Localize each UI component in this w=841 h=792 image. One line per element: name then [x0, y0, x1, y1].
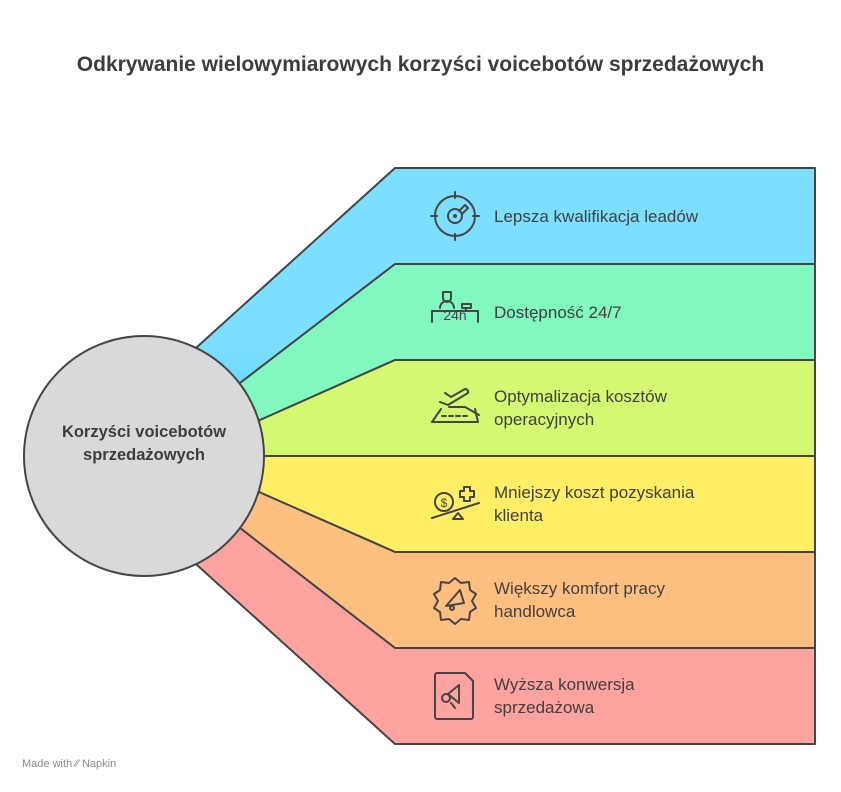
- item-label: Wyższa konwersja sprzedażowa: [494, 675, 635, 717]
- balance-dollar-icon: $: [431, 486, 480, 520]
- document-megaphone-icon: [434, 672, 474, 720]
- diagram-title: Odkrywanie wielowymiarowych korzyści voi…: [76, 53, 765, 76]
- item-label: Optymalizacja kosztów operacyjnych: [494, 387, 667, 429]
- target-key-icon: [430, 191, 480, 241]
- svg-text:24h: 24h: [443, 307, 466, 323]
- made-with-text: Made with: [22, 758, 73, 770]
- item-label: Większy komfort pracy handlowca: [494, 579, 665, 621]
- center-circle: [23, 335, 265, 577]
- gear-megaphone-icon: [433, 577, 477, 625]
- item-label: Dostępność 24/7: [494, 303, 622, 322]
- item-label: Mniejszy koszt pozyskania klienta: [494, 483, 695, 525]
- footer-attribution[interactable]: Made with ⁄⁄ Napkin: [22, 758, 116, 770]
- center-label: Korzyści voicebotów sprzedażowych: [61, 423, 227, 464]
- svg-text:$: $: [441, 496, 448, 510]
- brand-name: Napkin: [81, 758, 117, 770]
- napkin-logo-icon: ⁄⁄: [75, 758, 79, 770]
- item-label: Lepsza kwalifikacja leadów: [494, 207, 699, 226]
- airplane-runway-icon: [431, 388, 480, 423]
- reception-24h-icon: 24h: [431, 291, 479, 323]
